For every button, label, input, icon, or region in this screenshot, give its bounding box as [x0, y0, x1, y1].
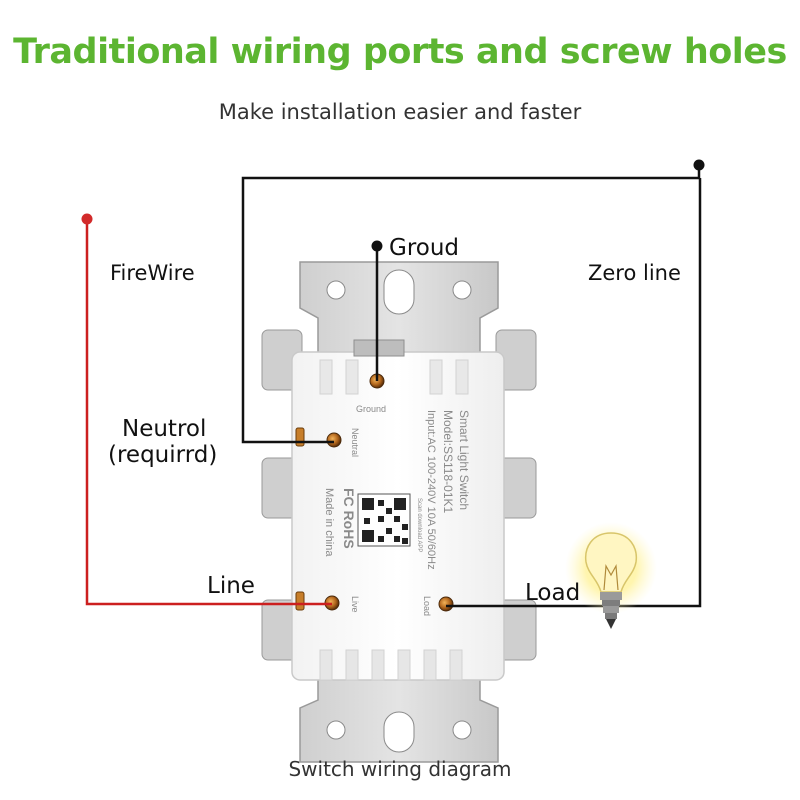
device-product-name: Smart Light Switch: [457, 410, 471, 510]
screw-slot-bottom: [383, 711, 415, 753]
load-terminal-screw: [438, 596, 454, 612]
label-load: Load: [525, 580, 580, 606]
fire-wire: [81, 213, 332, 606]
page-subtitle: Make installation easier and faster: [218, 100, 582, 124]
label-ground: Groud: [389, 235, 459, 261]
device-scan-text: Scan download APP: [416, 498, 422, 552]
device-input-rating: Input:AC 100-240V 10A 50/60Hz: [425, 410, 437, 570]
port-label-ground: Ground: [356, 404, 386, 414]
switch-body: Smart Light Switch Model:SS118-01K1 Inpu…: [291, 339, 505, 681]
fire-wire-endpoint: [81, 213, 93, 225]
screw-slot-top: [383, 269, 415, 315]
light-bulb-icon: [565, 522, 657, 629]
port-label-neutral: Neutral: [350, 428, 360, 457]
side-screw-live: [295, 591, 305, 611]
device-origin: Made in china: [323, 488, 335, 557]
device-model: Model:SS118-01K1: [441, 410, 455, 514]
diagram-caption: Switch wiring diagram: [288, 757, 512, 781]
port-label-live: Live: [350, 596, 360, 613]
load-wire: [446, 178, 702, 608]
label-line: Line: [207, 573, 255, 599]
label-firewire: FireWire: [110, 261, 195, 285]
label-neutral: Neutrol: [122, 416, 206, 442]
label-zero-line: Zero line: [588, 261, 681, 285]
ground-wire: [371, 240, 383, 381]
side-screw-neutral: [295, 427, 305, 447]
screw-hole-bottom-left: [326, 720, 346, 740]
page-title: Traditional wiring ports and screw holes: [13, 32, 787, 72]
screw-hole-top-right: [452, 280, 472, 300]
zero-line-wire: [241, 159, 705, 444]
port-label-load: Load: [422, 596, 432, 616]
screw-hole-top-left: [326, 280, 346, 300]
ground-wire-endpoint: [371, 240, 383, 252]
device-certifications: FC RoHS: [341, 488, 357, 549]
label-required: (requirrd): [108, 442, 217, 468]
screw-hole-bottom-right: [452, 720, 472, 740]
neutral-terminal-screw: [326, 432, 342, 448]
qr-code: [357, 493, 411, 547]
